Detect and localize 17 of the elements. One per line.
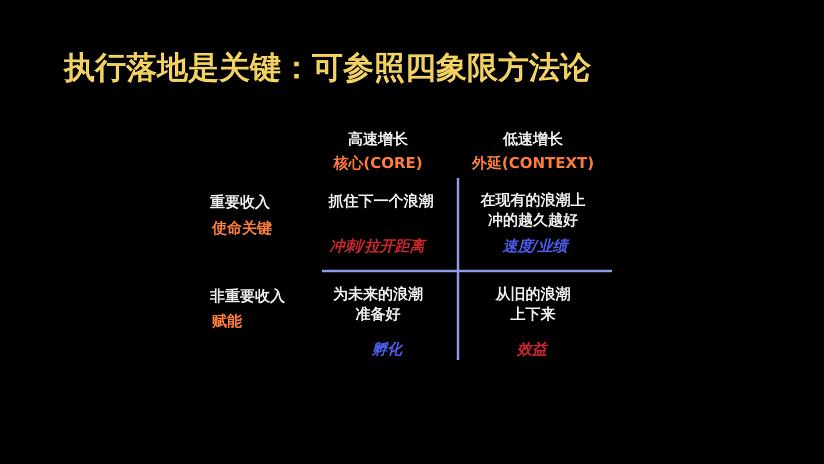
row-subheader: 赋能 — [212, 311, 242, 331]
column-subheader: 外延(CONTEXT) — [472, 153, 594, 173]
row-header: 重要收入 — [210, 192, 270, 212]
column-subheader: 核心(CORE) — [333, 153, 423, 173]
slide-title: 执行落地是关键：可参照四象限方法论 — [64, 49, 591, 88]
quadrant-keyword: 孵化 — [372, 339, 402, 359]
quadrant-text: 为未来的浪潮准备好 — [332, 284, 424, 324]
quadrant-keyword: 冲刺/拉开距离 — [329, 236, 425, 256]
column-header: 低速增长 — [503, 129, 563, 149]
row-subheader: 使命关键 — [212, 218, 272, 238]
quadrant-text: 抓住下一个浪潮 — [328, 191, 434, 211]
quadrant-text: 从旧的浪潮上下来 — [494, 284, 572, 324]
column-header: 高速增长 — [348, 129, 408, 149]
quadrant-keyword: 效益 — [517, 339, 547, 359]
row-header: 非重要收入 — [210, 286, 285, 306]
quadrant-text: 在现有的浪潮上冲的越久越好 — [479, 190, 586, 230]
quadrant-keyword: 速度/业绩 — [502, 236, 568, 256]
